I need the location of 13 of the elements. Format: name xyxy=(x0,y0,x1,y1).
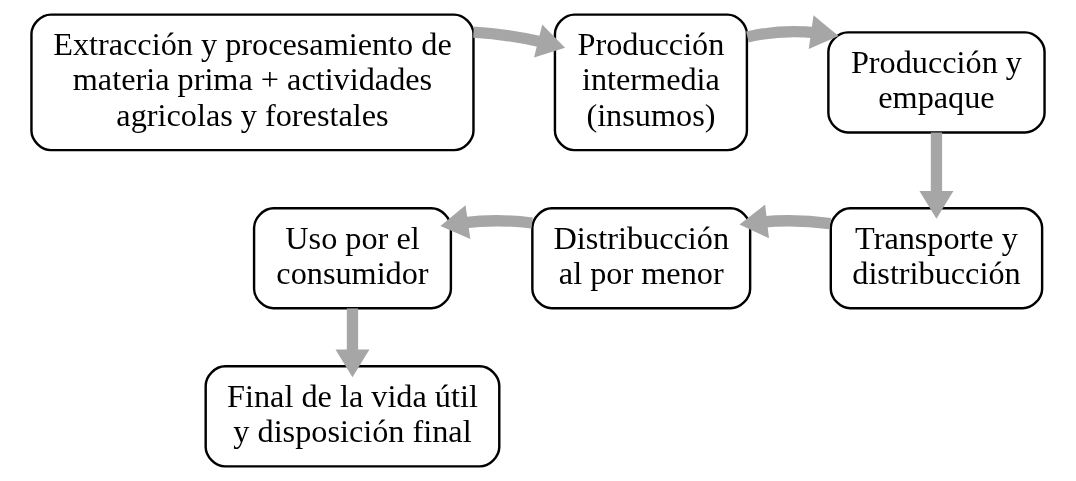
arrow xyxy=(739,204,831,239)
node-box: Transporte y distribucción xyxy=(829,207,1044,310)
arrow xyxy=(473,24,566,58)
node-box: Producción intermedia (insumos) xyxy=(553,13,749,152)
node-box: Final de la vida útil y disposición final xyxy=(204,365,501,468)
node-box: Extracción y procesamiento de materia prima + actividades agricolas y forestales xyxy=(30,13,475,152)
arrow xyxy=(335,308,370,378)
arrow xyxy=(746,15,839,49)
node-box: Uso por el consumidor xyxy=(252,207,453,310)
node-box: Producción y empaque xyxy=(827,31,1046,134)
node-box: Distribucción al por menor xyxy=(531,207,752,310)
arrow xyxy=(919,132,954,219)
arrow xyxy=(440,205,533,239)
